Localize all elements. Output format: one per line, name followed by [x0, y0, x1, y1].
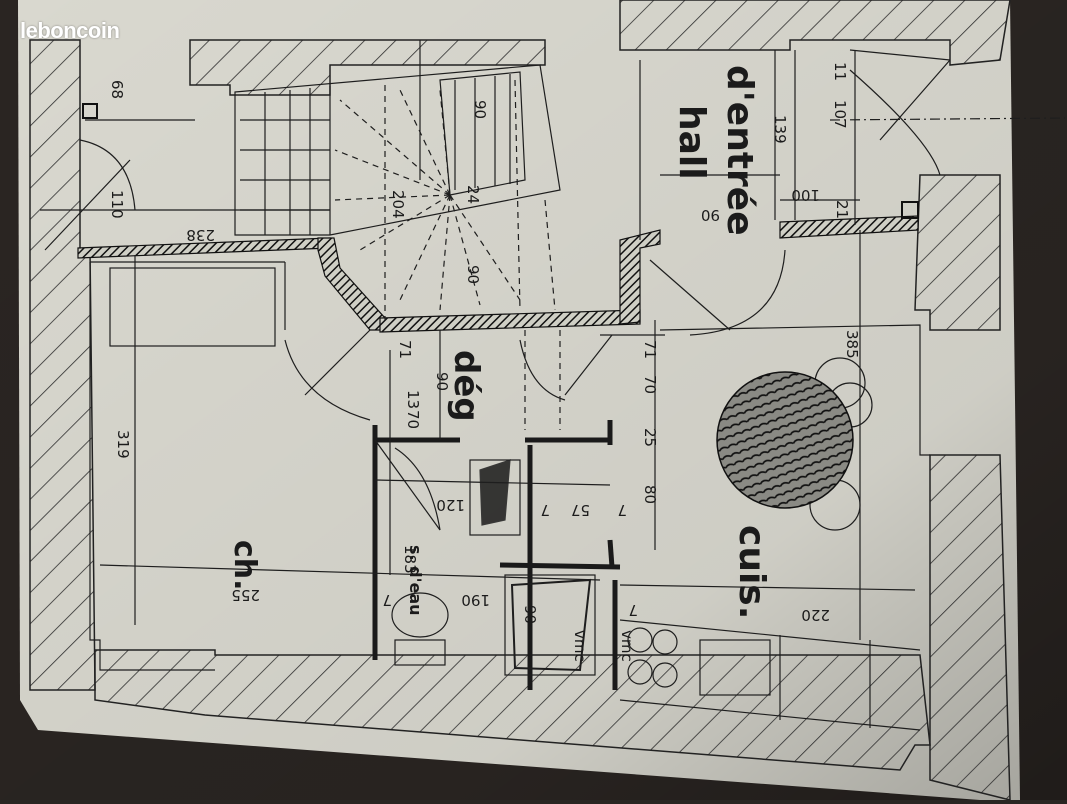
dimension-label: 255 — [231, 586, 260, 604]
round-table — [716, 371, 854, 509]
dimension-label: 90 — [521, 605, 539, 624]
dimension-label: 24 — [464, 185, 482, 204]
exterior-walls — [29, 0, 1011, 801]
dimension-label: 11 — [831, 62, 849, 81]
leboncoin-watermark: leboncoin — [20, 18, 120, 43]
dimension-label: 90 — [433, 372, 451, 391]
dimension-label: 21 — [833, 200, 851, 219]
dimension-label: 7 — [628, 601, 638, 619]
room-label-landing: dég — [446, 350, 486, 422]
dimension-label: 238 — [186, 226, 215, 244]
dimension-label: 385 — [843, 330, 861, 359]
room-label-bathroom: s. d'eau — [406, 545, 425, 616]
dimension-label: 319 — [114, 430, 132, 459]
dimension-label: 183 — [401, 545, 419, 574]
room-label-hall-line1: hall — [671, 105, 712, 180]
dimension-label: 90 — [471, 100, 489, 119]
dimension-label: 139 — [771, 115, 789, 144]
dimension-label: 110 — [108, 190, 126, 219]
dimension-label: 120 — [436, 496, 465, 514]
drawing-lines — [40, 40, 1066, 731]
dimension-label: 68 — [108, 80, 126, 99]
duct-box-2 — [901, 201, 919, 219]
dimension-label: 7 — [617, 501, 627, 519]
room-label-hall-line2: d'entrée — [719, 65, 760, 236]
dimension-label: 107 — [831, 100, 849, 129]
duct-box — [82, 103, 98, 119]
dimension-label: 7 — [382, 591, 392, 609]
dimension-label: 80 — [641, 485, 659, 504]
dimension-label: 71 — [396, 340, 414, 359]
dimension-label: 25 — [641, 428, 659, 447]
vmc-label-2: vmc — [618, 630, 636, 662]
dimension-label: 7 — [540, 501, 550, 519]
dimension-label: 204 — [389, 190, 407, 219]
dimension-label: 71 — [641, 340, 659, 359]
dimension-label: 90 — [464, 265, 482, 284]
room-label-bedroom: ch. — [227, 540, 262, 591]
thin-walls — [372, 420, 621, 690]
dimension-label: 57 — [571, 501, 590, 519]
dimension-label: 220 — [801, 606, 830, 624]
dimension-label: 100 — [791, 186, 820, 204]
dimension-label: 70 — [404, 410, 422, 429]
interior-walls — [77, 215, 919, 333]
dimension-label: 13 — [404, 390, 422, 409]
vmc-label-1: vmc — [571, 630, 589, 662]
dimension-label: 190 — [461, 591, 490, 609]
dimension-label: 70 — [641, 375, 659, 394]
dimension-label: 90 — [701, 206, 720, 224]
room-label-kitchen: cuis. — [731, 525, 772, 619]
